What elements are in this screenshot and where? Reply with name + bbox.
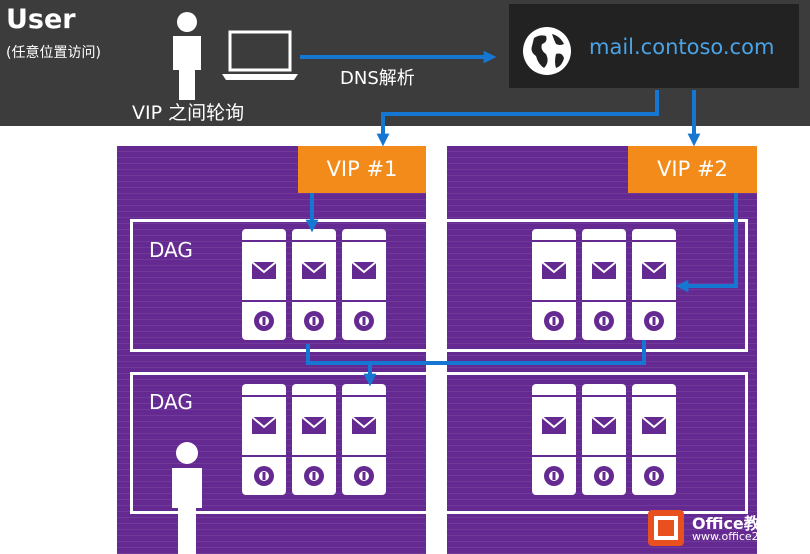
exchange-icon	[644, 466, 664, 486]
mail-icon	[591, 416, 617, 434]
arrow-to-site1	[376, 90, 659, 147]
dag-label-1: DAG	[149, 238, 193, 262]
mail-icon	[641, 416, 667, 434]
exchange-icon	[544, 466, 564, 486]
exchange-icon	[304, 311, 324, 331]
exchange-icon	[594, 311, 614, 331]
mail-host-text: mail.contoso.com	[589, 35, 775, 59]
mail-icon	[301, 261, 327, 279]
mail-icon	[351, 416, 377, 434]
arrow-cross-dag	[306, 340, 646, 365]
dns-resolution-label: DNS解析	[340, 68, 415, 89]
mailbox-server	[242, 384, 286, 495]
dag-label-2: DAG	[149, 390, 193, 414]
user-icon	[173, 12, 201, 100]
mail-icon	[591, 261, 617, 279]
arrow-vip2-server	[675, 193, 738, 293]
exchange-icon	[354, 311, 374, 331]
globe-icon	[523, 27, 571, 75]
user-subtitle: (任意位置访问)	[6, 45, 101, 61]
mail-icon	[251, 416, 277, 434]
watermark-url: www.office26.com	[692, 530, 793, 543]
mail-icon	[301, 416, 327, 434]
mailbox-server	[582, 384, 626, 495]
mailbox-server	[632, 229, 676, 340]
mailbox-server	[242, 229, 286, 340]
vip-badge-1: VIP #1	[298, 146, 426, 193]
mailbox-server	[292, 384, 336, 495]
round-robin-label: VIP 之间轮询	[132, 102, 245, 124]
exchange-icon	[354, 466, 374, 486]
mailbox-server	[342, 229, 386, 340]
laptop-icon	[222, 30, 298, 80]
office-logo-icon	[648, 510, 684, 546]
watermark-title: Office教程网	[692, 514, 792, 533]
mail-icon	[641, 261, 667, 279]
dag-frame-2	[130, 372, 748, 514]
mailbox-server	[532, 384, 576, 495]
exchange-icon	[544, 311, 564, 331]
dag-frame-1	[130, 219, 748, 352]
exchange-icon	[254, 466, 274, 486]
mail-icon	[351, 261, 377, 279]
mailbox-server	[582, 229, 626, 340]
mailbox-server	[632, 384, 676, 495]
mailbox-server	[292, 229, 336, 340]
mailbox-server	[532, 229, 576, 340]
mailbox-server	[342, 384, 386, 495]
vip-badge-2: VIP #2	[628, 146, 757, 193]
exchange-icon	[304, 466, 324, 486]
mail-icon	[541, 261, 567, 279]
exchange-icon	[254, 311, 274, 331]
user-icon	[172, 442, 202, 554]
exchange-icon	[644, 311, 664, 331]
mail-icon	[541, 416, 567, 434]
exchange-icon	[594, 466, 614, 486]
user-title: User	[6, 4, 76, 35]
mail-icon	[251, 261, 277, 279]
